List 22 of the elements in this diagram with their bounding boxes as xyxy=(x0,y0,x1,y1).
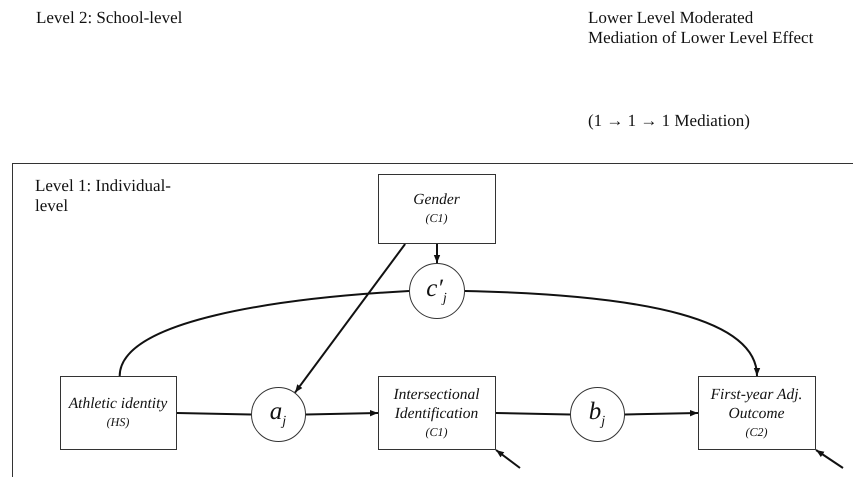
arrow xyxy=(434,244,440,263)
variable-box: Gender (C1) xyxy=(378,174,496,244)
arrow xyxy=(306,410,378,416)
path-coefficient-circle: a$_{j}$ xyxy=(250,386,306,442)
arrow xyxy=(294,243,406,394)
path-coefficient-circle: c′$_{j}$ xyxy=(408,262,464,318)
path-line xyxy=(118,290,410,376)
variable-box: Athletic identity (HS) xyxy=(60,376,176,450)
arrow xyxy=(464,290,759,376)
arrow xyxy=(624,410,698,416)
note-text: Level 2: School-level xyxy=(36,8,184,28)
error-arrow xyxy=(815,449,844,469)
path-coefficient-circle: b$_{j}$ xyxy=(570,386,624,442)
note-text: Lower Level Moderated Mediation of Lower Level Effect xyxy=(588,8,814,48)
note-text: (1 → 1 → 1 Mediation) xyxy=(588,111,751,131)
path-line xyxy=(496,412,570,416)
level-panel xyxy=(12,163,853,477)
error-arrow xyxy=(495,449,521,469)
level-heading: Level 1: Individual-level xyxy=(35,176,172,216)
path-line xyxy=(176,412,252,416)
variable-box: First-year Adj. Outcome (C2) xyxy=(698,376,816,450)
variable-box: Intersectional Identification (C1) xyxy=(378,376,496,450)
